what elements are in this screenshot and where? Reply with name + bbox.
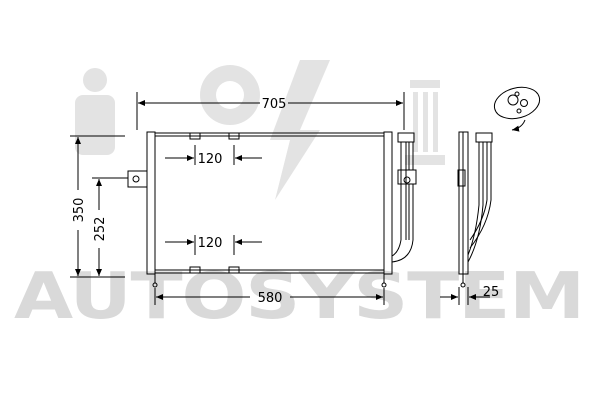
core: [154, 135, 385, 271]
bracket-spacing-top-label: 120: [198, 152, 223, 167]
dimension-overall-height: 350: [70, 135, 125, 278]
dimension-bracket-spacing-bottom: 120: [165, 235, 262, 255]
dimension-core-height: 252: [92, 177, 128, 278]
overall-width-label: 705: [262, 97, 287, 112]
dimension-depth: 25: [440, 285, 499, 305]
side-view: [457, 131, 493, 288]
dimension-bracket-spacing-top: 120: [165, 145, 262, 167]
front-view: [127, 131, 417, 288]
side-pipes: [467, 132, 493, 263]
dimension-overall-width: 705: [136, 92, 405, 130]
top-bracket-left: [189, 132, 201, 140]
connector-detail: [493, 86, 541, 132]
overall-height-label: 350: [72, 198, 87, 223]
bottom-bracket-left: [189, 266, 201, 274]
connector-flange: [493, 86, 541, 120]
left-tank: [146, 131, 156, 275]
bottom-bracket-right: [228, 266, 240, 274]
dimension-core-width: 580: [154, 288, 385, 306]
core-width-label: 580: [258, 291, 283, 306]
right-tank: [383, 131, 393, 275]
watermark-emblems: [75, 60, 445, 200]
depth-label: 25: [483, 285, 500, 300]
top-bracket-right: [228, 132, 240, 140]
core-height-label: 252: [93, 217, 108, 242]
connector-rotation-arrow: [511, 119, 526, 132]
left-mount-bracket: [127, 170, 148, 188]
bracket-spacing-bottom-label: 120: [198, 236, 223, 251]
right-pipes: [391, 132, 417, 263]
